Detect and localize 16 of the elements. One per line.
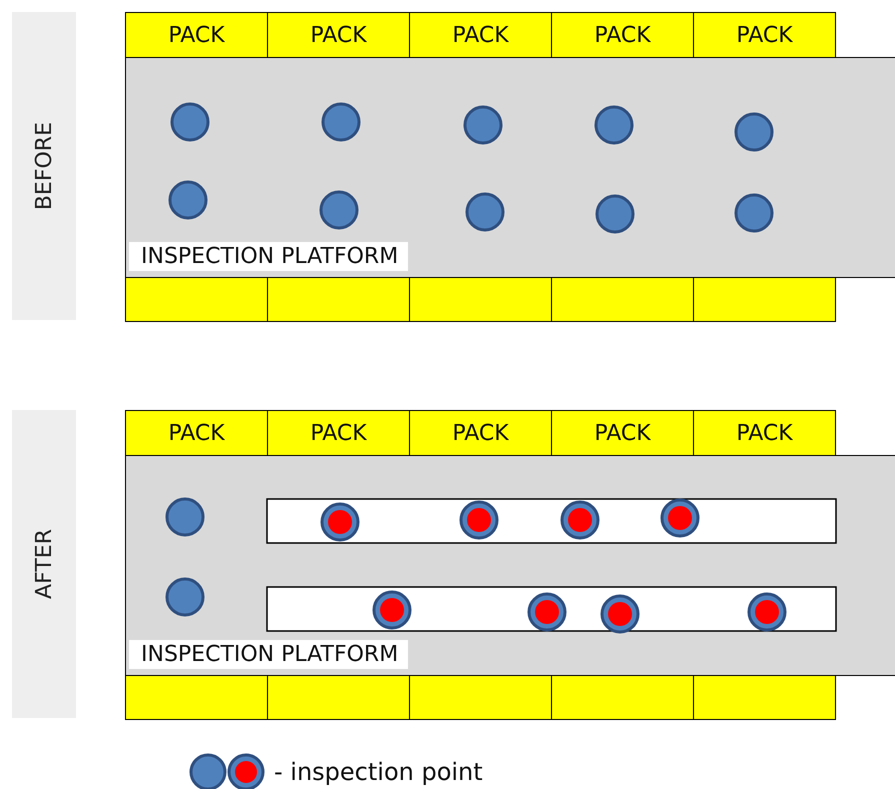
pack-cell: PACK	[693, 12, 836, 58]
pack-cell: PACK	[409, 410, 552, 456]
platform-label: INSPECTION PLATFORM	[129, 640, 408, 669]
pack-cell: PACK	[409, 12, 552, 58]
pack-cell: PACK	[551, 410, 694, 456]
inspection-platform	[125, 57, 895, 278]
pack-cell: PACK	[125, 12, 268, 58]
section-title: AFTER	[32, 529, 56, 599]
platform-label: INSPECTION PLATFORM	[129, 242, 408, 271]
pack-cell: PACK	[125, 410, 268, 456]
pack-cell: PACK	[267, 12, 410, 58]
pack-cell: PACK	[267, 410, 410, 456]
section-title: BEFORE	[32, 122, 56, 210]
pack-cell: PACK	[693, 410, 836, 456]
legend-text: - inspection point	[274, 758, 483, 786]
pack-cell: PACK	[551, 12, 694, 58]
